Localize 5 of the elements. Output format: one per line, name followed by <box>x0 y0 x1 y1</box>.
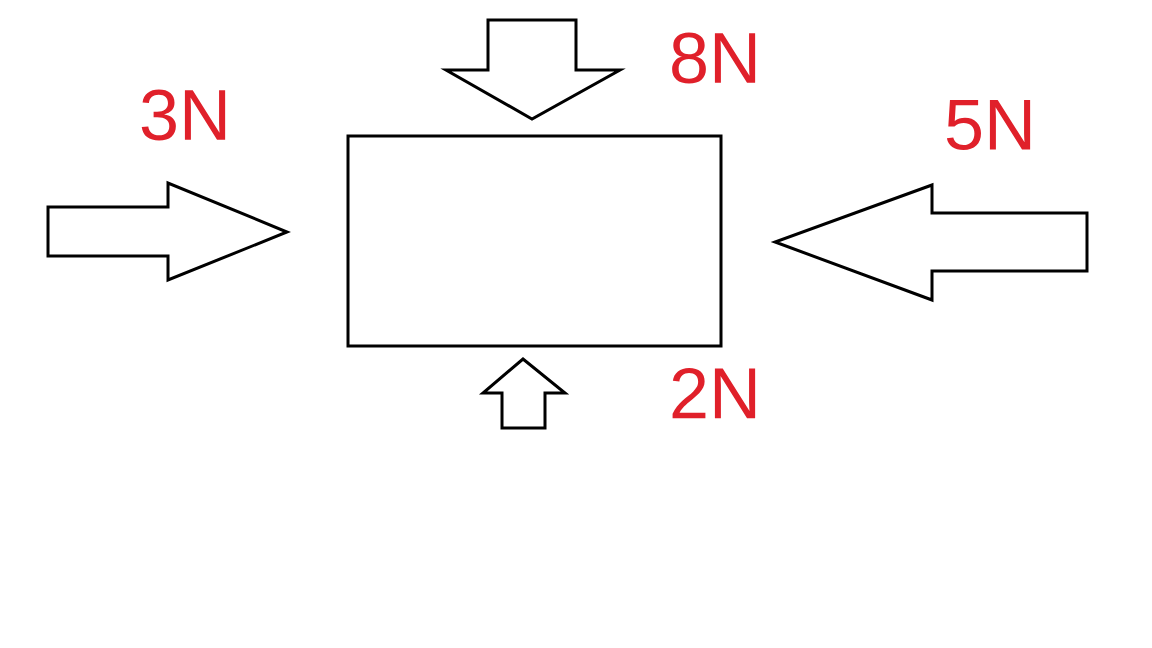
force-label: 8N <box>672 32 756 84</box>
force-label: 5N <box>946 99 1031 151</box>
block <box>346 134 723 348</box>
force-label: 2N <box>672 367 756 419</box>
force-label: 3N <box>141 89 226 141</box>
